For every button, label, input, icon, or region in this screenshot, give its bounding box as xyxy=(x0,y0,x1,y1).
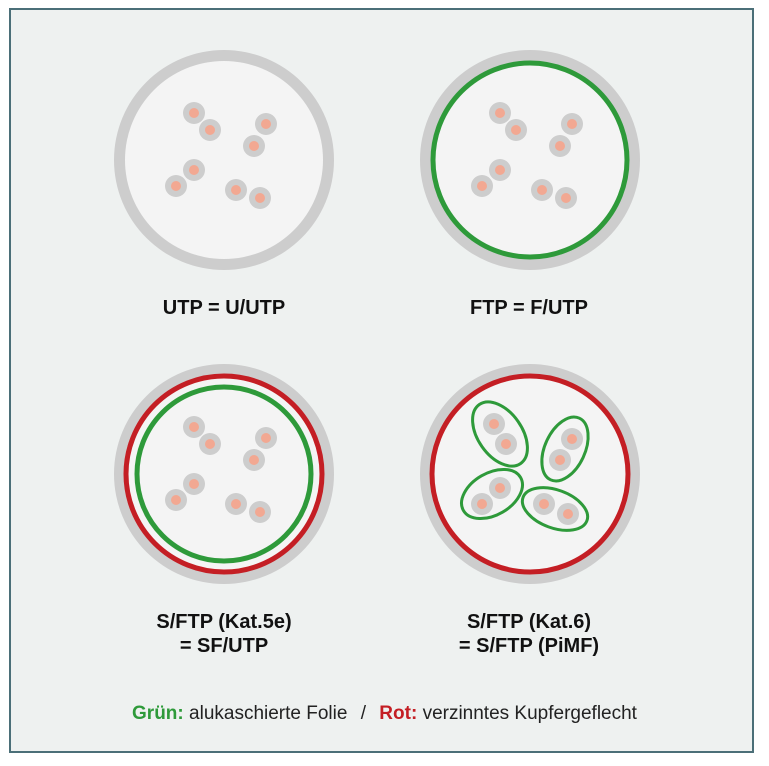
conductor-core xyxy=(255,193,265,203)
cable-interior xyxy=(431,375,629,573)
cable-interior xyxy=(125,61,323,259)
label-ftp-line-1: FTP = F/UTP xyxy=(470,297,588,319)
conductor-core xyxy=(561,193,571,203)
alu-foil-ring xyxy=(134,384,314,564)
conductor-core xyxy=(495,108,505,118)
conductor-core xyxy=(567,434,577,444)
pair-foil-ring xyxy=(520,486,590,532)
label-ftp: FTP = F/UTP xyxy=(379,296,679,320)
conductor-core xyxy=(555,455,565,465)
cable-ftp xyxy=(420,50,640,270)
conductor-core xyxy=(249,455,259,465)
label-sftp-5e: S/FTP (Kat.5e) = SF/UTP xyxy=(74,610,374,658)
conductor-core xyxy=(567,119,577,129)
copper-braid-ring xyxy=(429,373,631,575)
conductor-core xyxy=(477,181,487,191)
legend-red-text: verzinntes Kupfergeflecht xyxy=(422,703,637,724)
label-sftp-5e-line-1: S/FTP (Kat.5e) xyxy=(156,611,292,633)
conductor-core xyxy=(189,165,199,175)
conductor-core xyxy=(189,479,199,489)
conductor-core xyxy=(477,499,487,509)
conductor-core xyxy=(189,422,199,432)
legend: Grün: alukaschierte Folie / Rot: verzinn… xyxy=(0,703,769,725)
pair-foil-ring xyxy=(540,415,590,483)
cable-sftp-6 xyxy=(420,364,640,584)
label-utp: UTP = U/UTP xyxy=(74,296,374,320)
pair-foil-ring xyxy=(471,400,529,468)
legend-green-key: Grün: xyxy=(132,703,184,724)
pair-foil-ring xyxy=(460,467,524,521)
conductor-core xyxy=(495,483,505,493)
alu-foil-ring xyxy=(430,60,630,260)
conductor-core xyxy=(249,141,259,151)
conductor-core xyxy=(171,181,181,191)
conductor-core xyxy=(261,433,271,443)
conductor-core xyxy=(171,495,181,505)
conductor-core xyxy=(539,499,549,509)
copper-braid-ring xyxy=(123,373,325,575)
legend-green-text: alukaschierte Folie xyxy=(189,703,348,724)
legend-separator: / xyxy=(360,703,367,724)
conductor-core xyxy=(189,108,199,118)
conductor-core xyxy=(231,185,241,195)
conductor-core xyxy=(205,439,215,449)
cable-interior xyxy=(125,375,323,573)
cable-sftp-5e xyxy=(114,364,334,584)
conductor-core xyxy=(495,165,505,175)
conductor-core xyxy=(563,509,573,519)
conductor-core xyxy=(489,419,499,429)
conductor-core xyxy=(255,507,265,517)
conductor-core xyxy=(205,125,215,135)
legend-red-key: Rot: xyxy=(379,703,418,724)
label-sftp-6: S/FTP (Kat.6) = S/FTP (PiMF) xyxy=(379,610,679,658)
conductor-core xyxy=(555,141,565,151)
label-sftp-6-line-1: S/FTP (Kat.6) xyxy=(466,611,592,633)
cable-utp xyxy=(114,50,334,270)
label-sftp-5e-line-2: = SF/UTP xyxy=(179,635,269,657)
conductor-core xyxy=(511,125,521,135)
conductor-core xyxy=(537,185,547,195)
label-utp-line-1: UTP = U/UTP xyxy=(162,297,286,319)
conductor-core xyxy=(501,439,511,449)
conductor-core xyxy=(231,499,241,509)
label-sftp-6-line-2: = S/FTP (PiMF) xyxy=(458,635,600,657)
cable-interior xyxy=(431,61,629,259)
conductor-core xyxy=(261,119,271,129)
